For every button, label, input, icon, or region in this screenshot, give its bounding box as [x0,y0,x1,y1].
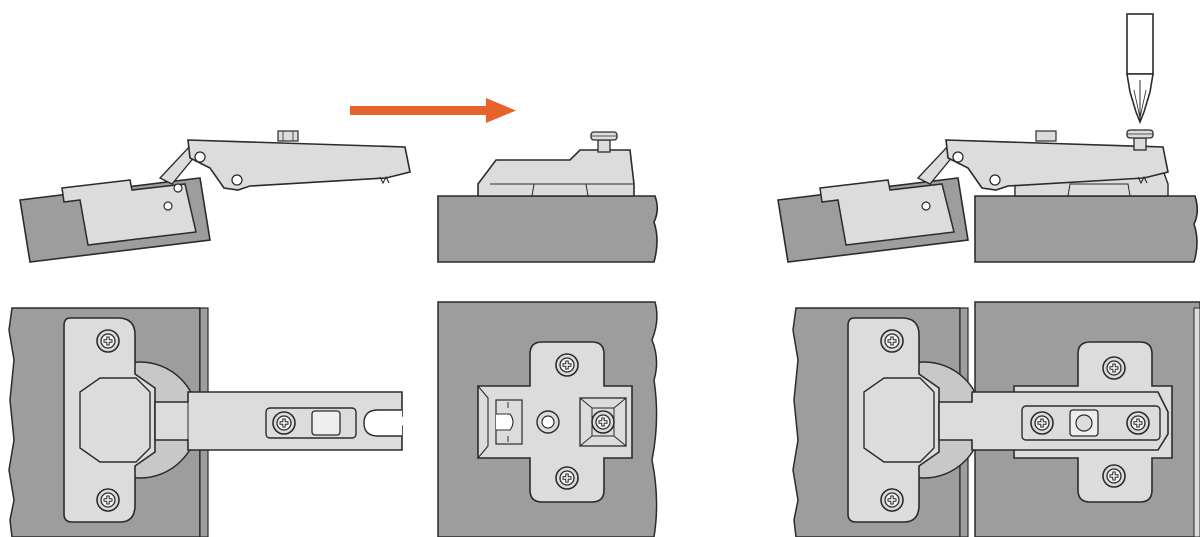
cabinet-panel-side [437,195,659,263]
step1-top-view [8,307,403,537]
step2-top-view [437,301,658,537]
step1-side-view [19,130,411,263]
arrow-right-icon [350,98,516,123]
mounting-plate-icon [477,149,635,197]
hinge-arm-assembled [945,139,1169,191]
hinge-arm-icon [187,139,411,191]
step3-top-view [792,301,1200,537]
cross-screw-icon [1126,411,1150,435]
cabinet-panel-side-assembled [974,195,1199,263]
screwdriver-icon [1126,13,1154,125]
hinge-cup-side [61,179,197,246]
step3-side-view [777,13,1199,263]
step2-side-view [437,131,659,263]
